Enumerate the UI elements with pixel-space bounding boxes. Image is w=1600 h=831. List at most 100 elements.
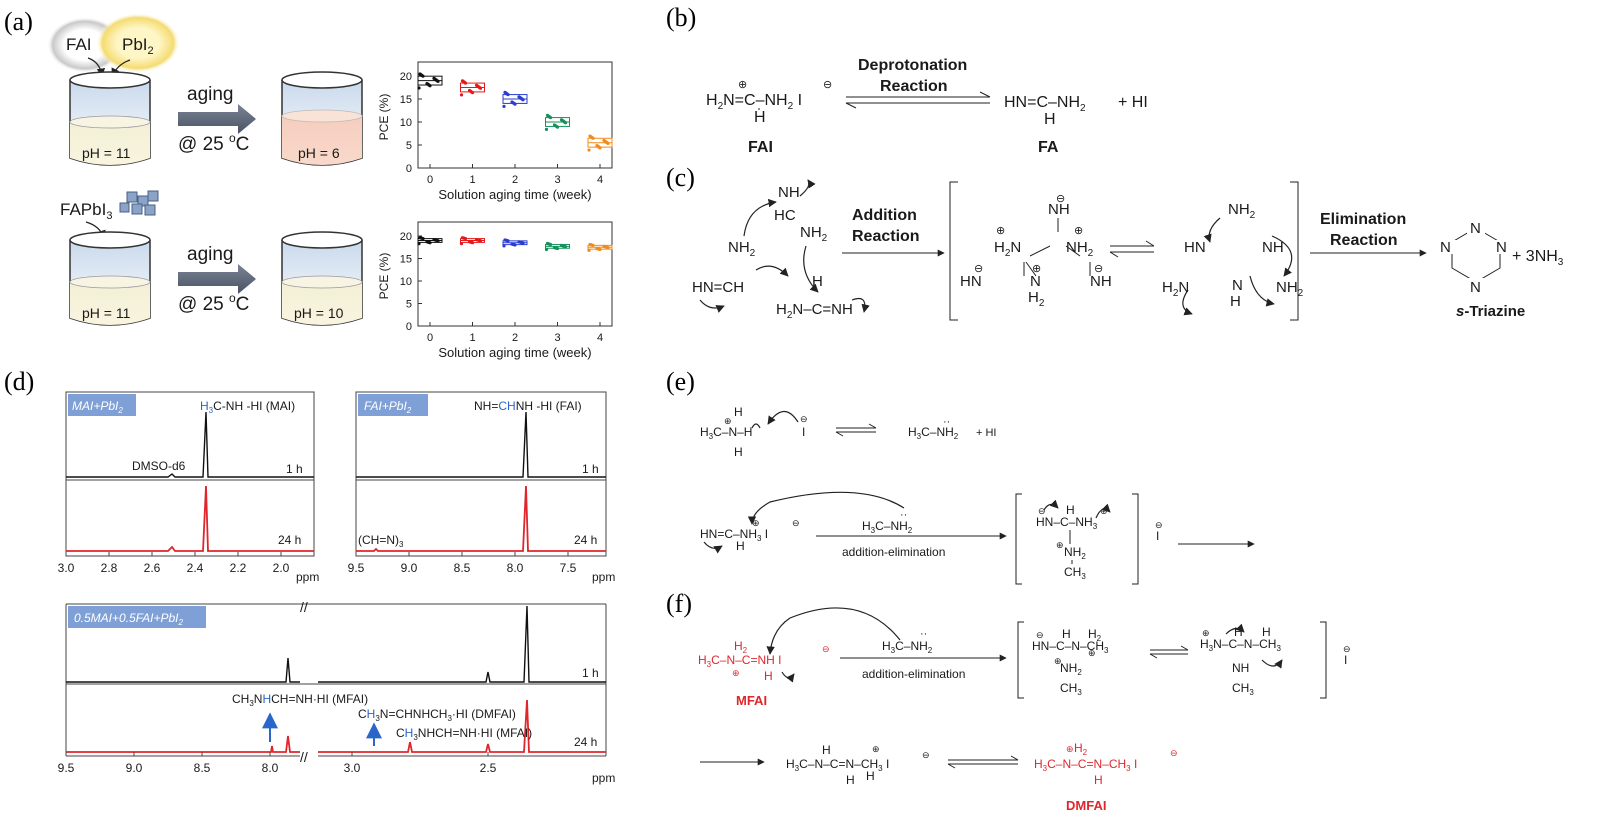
point-week-0 bbox=[417, 242, 421, 246]
svg-text:H3C–N–C=NH I: H3C–N–C=NH I bbox=[698, 653, 781, 669]
plus-hi-e: + HI bbox=[976, 427, 996, 439]
svg-text:··: ·· bbox=[900, 509, 907, 521]
svg-text:⊕: ⊕ bbox=[872, 744, 880, 754]
triazine-name: s-Triazine bbox=[1456, 303, 1525, 320]
svg-text:CH3: CH3 bbox=[1064, 565, 1086, 581]
mai-1h: 1 h bbox=[286, 462, 303, 476]
ph-after-bottom: pH = 10 bbox=[294, 305, 344, 321]
mai-1h-trace bbox=[66, 411, 314, 478]
point-week-3 bbox=[555, 246, 560, 251]
aging-arrow-top: aging @ 25 oC bbox=[178, 84, 256, 155]
point-week-2 bbox=[521, 98, 525, 102]
pbi2-cloud-icon bbox=[96, 13, 180, 73]
aging-label-top: aging bbox=[187, 84, 234, 105]
svg-text:N: N bbox=[1470, 279, 1481, 296]
svg-text:HC: HC bbox=[774, 207, 796, 224]
methylammonium-iodide: H H3C–N–H ⊕ H I ⊖ bbox=[700, 405, 808, 459]
svg-text:NH: NH bbox=[1090, 273, 1112, 290]
svg-text:CH3: CH3 bbox=[1060, 681, 1082, 697]
svg-text:··: ·· bbox=[920, 628, 927, 640]
svg-text:I: I bbox=[802, 425, 805, 439]
mai-peak-label: H3C-NH -HI (MAI) bbox=[200, 399, 295, 415]
reagent-fapbi3: FAPbI3 bbox=[60, 200, 112, 222]
bracket-intermediates bbox=[949, 181, 1299, 321]
svg-text:N: N bbox=[1470, 220, 1481, 237]
panel-d: (d) MAI+PbI2 H3C-NH -HI (MAI) DMSO-d6 1 … bbox=[4, 367, 615, 785]
svg-text:⊕: ⊕ bbox=[1202, 628, 1210, 638]
svg-text:H: H bbox=[846, 773, 855, 787]
beaker-ph11-top: pH = 11 bbox=[69, 71, 151, 166]
panel-c-label: (c) bbox=[666, 163, 695, 192]
svg-text:⊕: ⊕ bbox=[1032, 263, 1041, 275]
ppm-tick-label: 7.5 bbox=[560, 561, 577, 575]
mai-24h-trace bbox=[66, 485, 314, 552]
fai-24h: 24 h bbox=[574, 533, 597, 547]
crystal-cubes-icon bbox=[119, 190, 159, 216]
mai-ppm: ppm bbox=[296, 570, 319, 584]
point-week-4 bbox=[591, 136, 595, 140]
equilibrium-arrow-f1 bbox=[1149, 645, 1189, 659]
point-week-2 bbox=[521, 241, 525, 245]
tag-mix bbox=[68, 606, 206, 628]
tag-fai bbox=[358, 394, 428, 416]
point-week-2 bbox=[506, 92, 510, 97]
point-week-2 bbox=[513, 102, 517, 106]
deprotonation-label: Deprotonation bbox=[858, 57, 967, 74]
mai-24h: 24 h bbox=[278, 533, 301, 547]
svg-text:H2: H2 bbox=[1074, 741, 1088, 757]
fai-structure: H2N=C–NH2 I ⊕ ⊖ H bbox=[706, 79, 832, 126]
point-week-3 bbox=[548, 115, 553, 120]
svg-text:⊕: ⊕ bbox=[738, 79, 747, 91]
ppm-tick-label: 8.0 bbox=[262, 761, 279, 775]
svg-text:H2N: H2N bbox=[994, 239, 1021, 259]
y-axis-label: PCE (%) bbox=[377, 253, 391, 300]
fai-24h-trace bbox=[356, 485, 606, 552]
svg-text:··: ·· bbox=[943, 416, 950, 428]
svg-text:H: H bbox=[734, 445, 743, 459]
triazinane-cation: ⊖ NH ⊕ ⊕ H2N NH2 ⊕ N H2 ⊖ HN ⊖ NH bbox=[960, 193, 1112, 309]
point-week-0 bbox=[421, 237, 425, 241]
svg-text:NH: NH bbox=[778, 184, 800, 201]
svg-text:H2: H2 bbox=[1028, 289, 1045, 309]
svg-text:NH: NH bbox=[1262, 239, 1284, 256]
point-week-3 bbox=[544, 127, 549, 131]
ppm-tick-label: 2.2 bbox=[230, 561, 247, 575]
x-tick-label: 0 bbox=[427, 174, 433, 186]
tag-mai-text: MAI+PbI2 bbox=[72, 399, 123, 415]
svg-text:⊖: ⊖ bbox=[1056, 193, 1065, 205]
ppm-tick-label: 2.8 bbox=[101, 561, 118, 575]
svg-text:⊖: ⊖ bbox=[800, 414, 808, 424]
svg-text:H: H bbox=[754, 109, 766, 126]
point-week-3 bbox=[544, 247, 549, 252]
svg-text:H3C–N–C=N–CH3 I: H3C–N–C=N–CH3 I bbox=[1034, 757, 1137, 773]
svg-text:N: N bbox=[1440, 239, 1451, 256]
svg-text:H2: H2 bbox=[734, 639, 748, 655]
fai-1h-trace bbox=[356, 411, 606, 478]
mfai-label-1: CH3NHCH=NH·HI (MFAI) bbox=[232, 692, 368, 708]
panel-f-label: (f) bbox=[666, 589, 692, 618]
mix-24h: 24 h bbox=[574, 735, 597, 749]
svg-text:NH2: NH2 bbox=[728, 239, 756, 259]
mix-1h-trace bbox=[66, 605, 606, 683]
point-week-3 bbox=[548, 242, 553, 247]
point-week-4 bbox=[598, 146, 602, 150]
point-week-1 bbox=[459, 93, 464, 97]
svg-text:HN: HN bbox=[960, 273, 982, 290]
mix-ppm: ppm bbox=[592, 771, 615, 785]
y-tick-label: 20 bbox=[400, 231, 412, 243]
triazine-ring: N N N N N bbox=[1440, 220, 1508, 296]
point-week-1 bbox=[463, 237, 468, 241]
x-tick-label: 4 bbox=[597, 174, 603, 186]
svg-text:NH: NH bbox=[1232, 661, 1249, 675]
panel-e-label: (e) bbox=[666, 367, 695, 396]
formamidine-molecules: NH HC NH2 NH2 HN=CH H2N–C=NH H bbox=[692, 179, 870, 321]
svg-text:CH3: CH3 bbox=[1232, 681, 1254, 697]
point-week-0 bbox=[436, 79, 440, 83]
ppm-tick-label: 2.6 bbox=[144, 561, 161, 575]
svg-text:H: H bbox=[866, 769, 875, 783]
svg-text:⊕: ⊕ bbox=[1056, 540, 1064, 550]
temp-label-top: @ 25 oC bbox=[178, 131, 249, 155]
svg-text:⊖: ⊖ bbox=[1038, 506, 1046, 516]
y-tick-label: 20 bbox=[400, 71, 412, 83]
x-tick-label: 4 bbox=[597, 332, 603, 344]
